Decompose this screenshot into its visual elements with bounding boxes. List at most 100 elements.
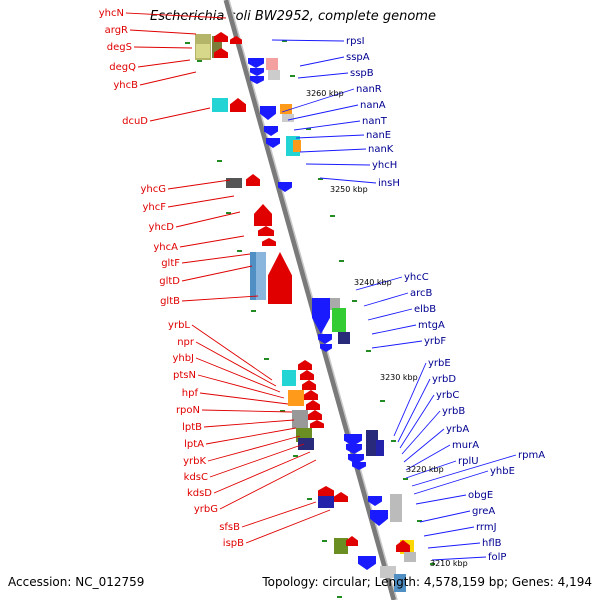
tick-mark: [251, 310, 256, 312]
leader-line: [219, 459, 317, 510]
leader-line: [129, 29, 197, 35]
gene-arrow: [370, 510, 388, 526]
gene-block: [338, 332, 350, 344]
leader-line: [133, 46, 193, 49]
gene-arrow: [266, 138, 280, 148]
gene-label: yhcH: [372, 160, 397, 171]
gene-label: yrbC: [436, 390, 459, 401]
kbp-label: 3230 kbp: [380, 373, 418, 382]
gene-arrow: [396, 540, 410, 552]
gene-block: [288, 390, 304, 406]
leader-line: [371, 340, 423, 349]
tick-mark: [226, 212, 231, 214]
gene-arrow: [264, 126, 278, 136]
gene-block: [226, 178, 242, 188]
gene-arrow: [310, 420, 324, 428]
leader-line: [197, 374, 285, 399]
leader-line: [355, 276, 403, 291]
gene-block: [266, 58, 278, 70]
leader-line: [431, 556, 487, 561]
gene-label: lptB: [182, 422, 202, 433]
leader-line: [241, 501, 317, 528]
leader-line: [297, 72, 349, 79]
leader-line: [287, 104, 359, 121]
leader-line: [299, 148, 367, 153]
leader-line: [203, 419, 295, 428]
tick-mark: [307, 498, 312, 500]
gene-block: [256, 252, 266, 300]
gene-block: [376, 440, 384, 456]
gene-arrows: [214, 32, 410, 570]
gene-arrow: [254, 204, 272, 226]
gene-label: yhcB: [113, 80, 138, 91]
leader-line: [363, 292, 409, 307]
gene-arrow: [320, 344, 332, 352]
gene-label: yhcA: [153, 242, 178, 253]
gene-label: npr: [177, 337, 195, 348]
genome-title: Escherichia coli BW2952, complete genome: [150, 9, 436, 24]
gene-label: obgE: [468, 490, 493, 501]
gene-label: elbB: [414, 304, 436, 315]
gene-block: [380, 566, 396, 578]
leader-line: [305, 163, 371, 166]
gene-label: sspA: [346, 52, 370, 63]
leader-line: [175, 211, 241, 228]
tick-mark: [352, 300, 357, 302]
leader-line: [167, 179, 231, 190]
gene-block: [318, 496, 334, 508]
leader-line: [149, 107, 211, 122]
leader-line: [137, 59, 191, 68]
leader-line: [295, 134, 365, 139]
tick-mark: [237, 250, 242, 252]
kbp-label: 3220 kbp: [406, 465, 444, 474]
gene-label: yrbK: [183, 456, 206, 467]
leader-line: [405, 444, 451, 471]
leader-line: [427, 542, 481, 549]
gene-block: [212, 98, 228, 112]
gene-block: [366, 430, 378, 456]
gene-label: argR: [105, 25, 128, 36]
leader-line: [411, 454, 517, 487]
gene-labels: yhcNargRdegSdegQyhcBdcuDyhcGyhcFyhcDyhcA…: [99, 8, 545, 563]
leader-line: [319, 177, 377, 184]
gene-label: arcB: [410, 288, 433, 299]
leader-line: [205, 427, 297, 445]
gene-label: yhcN: [99, 8, 124, 19]
leader-line: [201, 409, 293, 413]
tick-mark: [337, 596, 342, 598]
leader-line: [413, 470, 489, 495]
gene-arrow: [258, 226, 274, 236]
leader-line: [167, 195, 235, 208]
leader-line: [423, 526, 475, 537]
gene-arrow: [358, 556, 376, 570]
gene-label: yrbF: [424, 336, 446, 347]
gene-arrow: [312, 298, 330, 334]
tick-mark: [293, 455, 298, 457]
gene-arrow: [308, 410, 322, 420]
leader-line: [393, 362, 427, 437]
tick-mark: [417, 520, 422, 522]
gene-label: greA: [472, 506, 495, 517]
leader-line: [397, 378, 431, 443]
leader-line: [281, 88, 355, 113]
gene-arrow: [318, 334, 332, 344]
tick-mark: [322, 540, 327, 542]
kbp-label: 3250 kbp: [330, 185, 368, 194]
gene-label: yrbB: [442, 406, 465, 417]
leader-line: [209, 443, 305, 478]
leader-line: [181, 265, 253, 282]
gene-block: [292, 410, 308, 428]
gene-arrow: [300, 370, 314, 380]
gene-label: rplU: [458, 456, 479, 467]
gene-label: rpsI: [346, 36, 365, 47]
gene-label: rpoN: [176, 405, 200, 416]
gene-label: yhcG: [140, 184, 166, 195]
gene-label: gltD: [159, 276, 180, 287]
gene-arrow: [302, 380, 316, 390]
tick-mark: [282, 40, 287, 42]
gene-arrow: [250, 68, 264, 76]
leader-line: [245, 509, 331, 544]
gene-arrow: [248, 58, 264, 68]
tick-mark: [391, 440, 396, 442]
leader-line: [181, 253, 251, 264]
